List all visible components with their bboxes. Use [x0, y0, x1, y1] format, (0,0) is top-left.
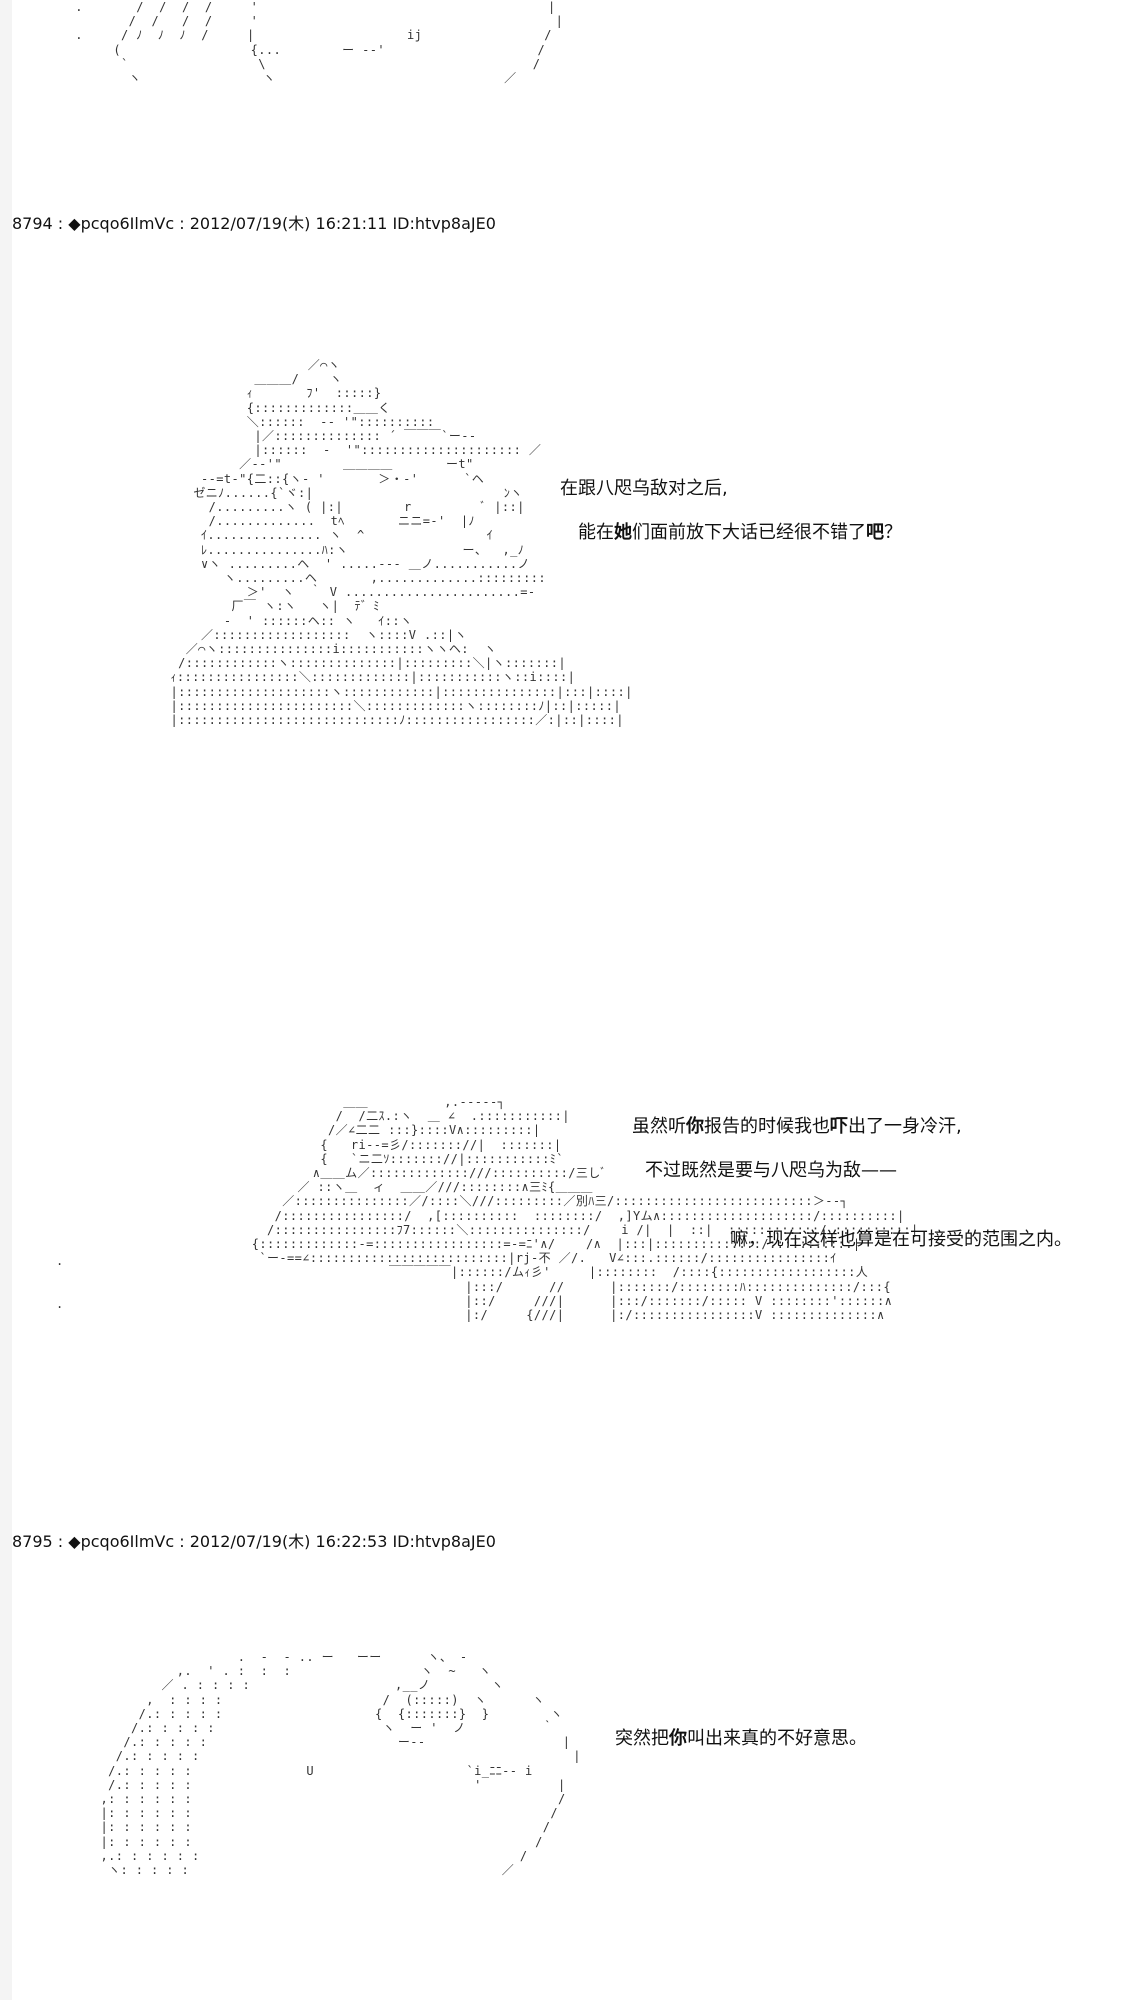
post-header-8795: 8795 : ◆pcqo6IlmVc : 2012/07/19(木) 16:22…: [12, 1532, 496, 1551]
page-edge-strip: [0, 0, 12, 2000]
ascii-art-top: . / / / / ' | / / / / ' | . / ﾉ ﾉ ﾉ / | …: [75, 0, 564, 86]
ascii-art-dots: . .: [56, 1254, 64, 1311]
ascii-art-bottom: . - ‐ .. ー ーー ヽ、 - ,. ' . : : : ヽ ~ ヽ ／ …: [100, 1650, 581, 1878]
ascii-art-character-2: ＿＿ ,.-‐‐‐‐┐ / /二ｽ.:ヽ ＿ ∠ .:::::::::::| /…: [251, 1095, 919, 1323]
ascii-art-character-1: ／⌒ヽ ＿＿＿/ ヽ ｨ ﾌ' :::::} {:::::::::::::＿＿く…: [170, 358, 633, 728]
dialogue-line-5: 嘛，现在这样也算是在可接受的范围之内。: [730, 1229, 1072, 1250]
dialogue-line-6: 突然把你叫出来真的不好意思。: [615, 1728, 867, 1749]
dialogue-line-2: 能在她们面前放下大话已经很不错了吧？: [578, 522, 902, 543]
dialogue-line-1: 在跟八咫乌敌对之后,: [560, 478, 728, 499]
post-header-8794: 8794 : ◆pcqo6IlmVc : 2012/07/19(木) 16:21…: [12, 214, 496, 233]
dialogue-line-3: 虽然听你报告的时候我也吓出了一身冷汗,: [632, 1116, 962, 1137]
dialogue-line-4: 不过既然是要与八咫乌为敌——: [645, 1160, 897, 1181]
